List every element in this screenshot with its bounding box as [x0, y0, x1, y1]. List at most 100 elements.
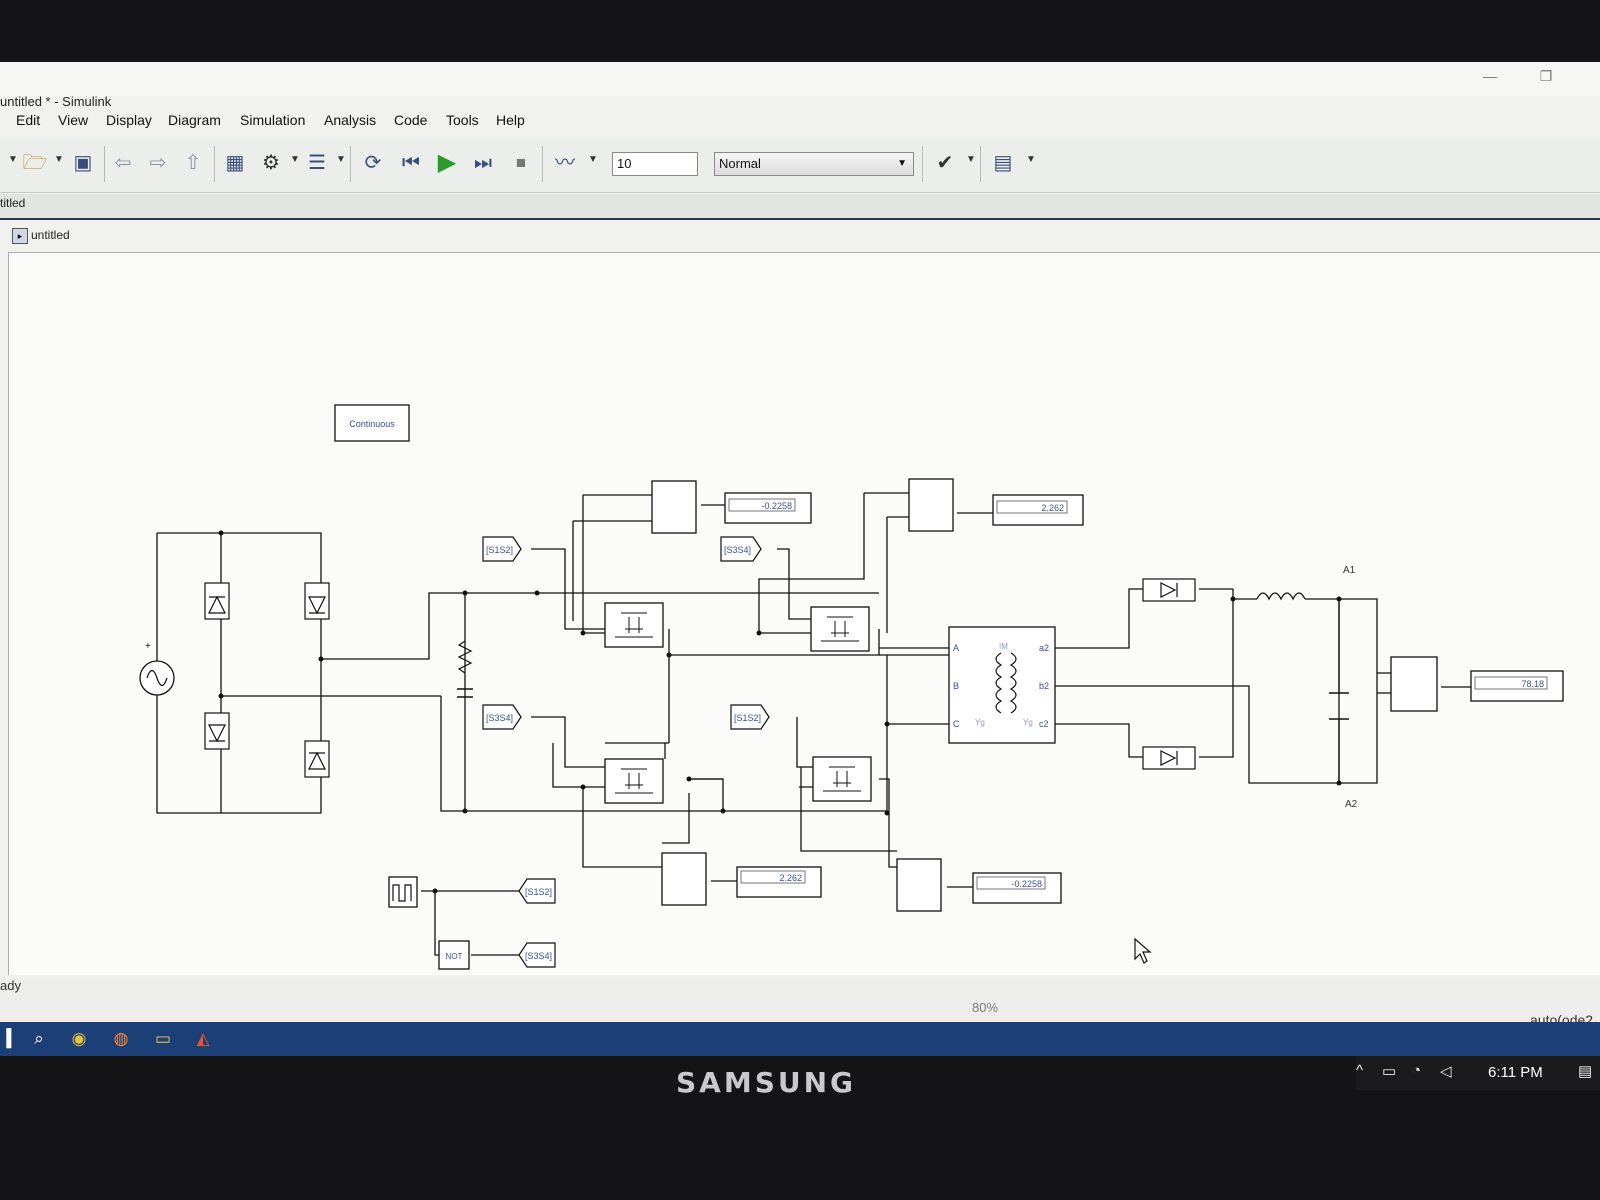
up-arrow-icon[interactable]: ⇧	[184, 152, 202, 174]
inspector-dropdown-icon[interactable]: ▼	[588, 154, 598, 165]
screen: — ❐ untitled * - Simulink Edit View Disp…	[0, 62, 1600, 1022]
update-diagram-icon[interactable]: ⟳	[364, 152, 382, 174]
powergui-block[interactable]: Continuous	[334, 404, 410, 442]
stop-icon[interactable]: ⏹	[516, 152, 526, 174]
menu-view[interactable]: View	[58, 112, 89, 128]
menu-edit[interactable]: Edit	[16, 112, 41, 128]
menu-diagram[interactable]: Diagram	[168, 112, 221, 128]
breadcrumb[interactable]: untitled	[31, 228, 70, 242]
wire	[421, 890, 519, 956]
notification-icon[interactable]: ▤	[1578, 1063, 1593, 1080]
goto-s3s4-top[interactable]: [S3S4]	[720, 536, 762, 562]
wire	[1055, 723, 1143, 758]
svg-text:[S3S4]: [S3S4]	[525, 951, 552, 961]
mosfet-blocks	[604, 602, 872, 804]
output-capacitor[interactable]	[1329, 599, 1349, 783]
inductor[interactable]	[1256, 592, 1306, 601]
build-dropdown-icon[interactable]: ▼	[1026, 154, 1036, 165]
search-icon[interactable]: ⌕	[34, 1029, 44, 1048]
mosfet-s2[interactable]	[812, 756, 872, 802]
wire	[440, 696, 887, 812]
voltage-measurement-3[interactable]	[661, 852, 707, 906]
menu-code[interactable]: Code	[394, 112, 428, 128]
voltage-measurement-1[interactable]	[651, 480, 697, 534]
menu-display[interactable]: Display	[106, 112, 152, 128]
display-top-right[interactable]: 2.262	[992, 494, 1084, 526]
voltage-measurement-2[interactable]	[908, 478, 954, 532]
windows-taskbar: ▍ ⌕ ◉ ◍ ▭ ◭	[0, 1022, 1600, 1056]
wifi-icon[interactable]: ◔	[1412, 1062, 1422, 1079]
thyristor-upper-right[interactable]	[304, 582, 330, 620]
mosfet-s3[interactable]	[810, 606, 870, 652]
not-block[interactable]: NOT	[438, 940, 470, 970]
library-browser-icon[interactable]: ▦	[225, 152, 245, 174]
minimize-button[interactable]: —	[1483, 68, 1497, 84]
thyristor-upper-left[interactable]	[204, 582, 230, 620]
start-icon[interactable]: ▍	[6, 1029, 20, 1048]
display-bottom-left[interactable]: 2.262	[736, 866, 822, 898]
goto-s3s4-mid[interactable]: [S3S4]	[482, 704, 522, 730]
clock[interactable]: 6:11 PM	[1488, 1064, 1543, 1081]
forward-arrow-icon[interactable]: ⇨	[149, 152, 167, 174]
thyristor-lower-left[interactable]	[204, 712, 230, 750]
file-explorer-icon[interactable]: ▭	[154, 1029, 172, 1048]
thyristor-lower-right[interactable]	[304, 740, 330, 778]
wire	[531, 548, 605, 630]
new-dropdown-icon[interactable]: ▼	[8, 154, 18, 165]
bezel-brand-logo: SAMSUNG	[676, 1066, 857, 1099]
model-canvas[interactable]: Continuous +	[8, 252, 1600, 975]
stop-time-input[interactable]: 10	[612, 152, 698, 176]
thyristor-bridge	[204, 582, 330, 778]
battery-icon[interactable]: ▭	[1382, 1063, 1397, 1080]
display-bottom-right[interactable]: -0.2258	[972, 872, 1062, 904]
goto-s3s4-bottom[interactable]: [S3S4]	[518, 942, 556, 968]
mosfet-s4[interactable]	[604, 758, 664, 804]
ac-voltage-source[interactable]: +	[139, 641, 175, 696]
explorer-dropdown-icon[interactable]: ▼	[336, 154, 346, 165]
three-phase-transformer[interactable]: A B C a2 b2 c2 IM Yg Yg	[948, 626, 1056, 744]
goto-s1s2-bottom[interactable]: [S1S2]	[518, 878, 556, 904]
matlab-icon[interactable]: ◭	[196, 1029, 210, 1048]
model-explorer-icon[interactable]: ☰	[308, 152, 326, 174]
goto-s1s2-mid[interactable]: [S1S2]	[730, 704, 770, 730]
tab-untitled[interactable]: titled	[0, 196, 26, 210]
data-inspector-icon[interactable]: 〰	[555, 152, 575, 174]
chrome-icon[interactable]: ◉	[71, 1029, 87, 1048]
save-icon[interactable]: ▣	[73, 152, 93, 174]
display-top-left[interactable]: -0.2258	[724, 492, 812, 524]
model-config-icon[interactable]: ⚙	[262, 152, 280, 174]
mosfet-s1[interactable]	[604, 602, 664, 648]
menu-simulation[interactable]: Simulation	[240, 112, 306, 128]
zoom-level[interactable]: 80%	[972, 1000, 999, 1015]
chevron-up-icon[interactable]: ^	[1356, 1062, 1364, 1079]
restore-button[interactable]: ❐	[1539, 68, 1553, 84]
open-dropdown-icon[interactable]: ▼	[54, 154, 64, 165]
menu-analysis[interactable]: Analysis	[324, 112, 377, 128]
simulation-mode-select[interactable]: Normal ▼	[714, 152, 914, 176]
model-advisor-icon[interactable]: ✔	[936, 152, 954, 174]
port-c2: c2	[1039, 719, 1049, 729]
diode-lower[interactable]	[1142, 746, 1196, 770]
run-icon[interactable]: ▶	[437, 149, 457, 176]
voltage-measurement-output[interactable]	[1390, 656, 1438, 712]
build-icon[interactable]: ▤	[993, 152, 1013, 174]
volume-icon[interactable]: ◁	[1440, 1063, 1452, 1080]
rc-branch[interactable]	[457, 640, 473, 698]
menu-tools[interactable]: Tools	[446, 112, 479, 128]
advisor-dropdown-icon[interactable]: ▼	[966, 154, 976, 165]
step-forward-icon[interactable]: ⏭	[474, 152, 492, 174]
display-output[interactable]: 78.18	[1470, 670, 1564, 702]
step-back-icon[interactable]: ⏮	[402, 152, 420, 174]
diode-upper[interactable]	[1142, 578, 1196, 602]
config-dropdown-icon[interactable]: ▼	[290, 154, 300, 165]
chevron-down-icon: ▼	[897, 158, 907, 169]
open-icon[interactable]: 🗁	[22, 152, 48, 174]
goto-s1s2-top[interactable]: [S1S2]	[482, 536, 522, 562]
solver-label[interactable]: auto(ode2	[1530, 1012, 1594, 1022]
menu-help[interactable]: Help	[496, 112, 525, 128]
back-arrow-icon[interactable]: ⇦	[114, 152, 132, 174]
wire	[662, 778, 723, 844]
pulse-generator[interactable]	[388, 876, 418, 908]
voltage-measurement-4[interactable]	[896, 858, 942, 912]
firefox-icon[interactable]: ◍	[113, 1029, 129, 1048]
